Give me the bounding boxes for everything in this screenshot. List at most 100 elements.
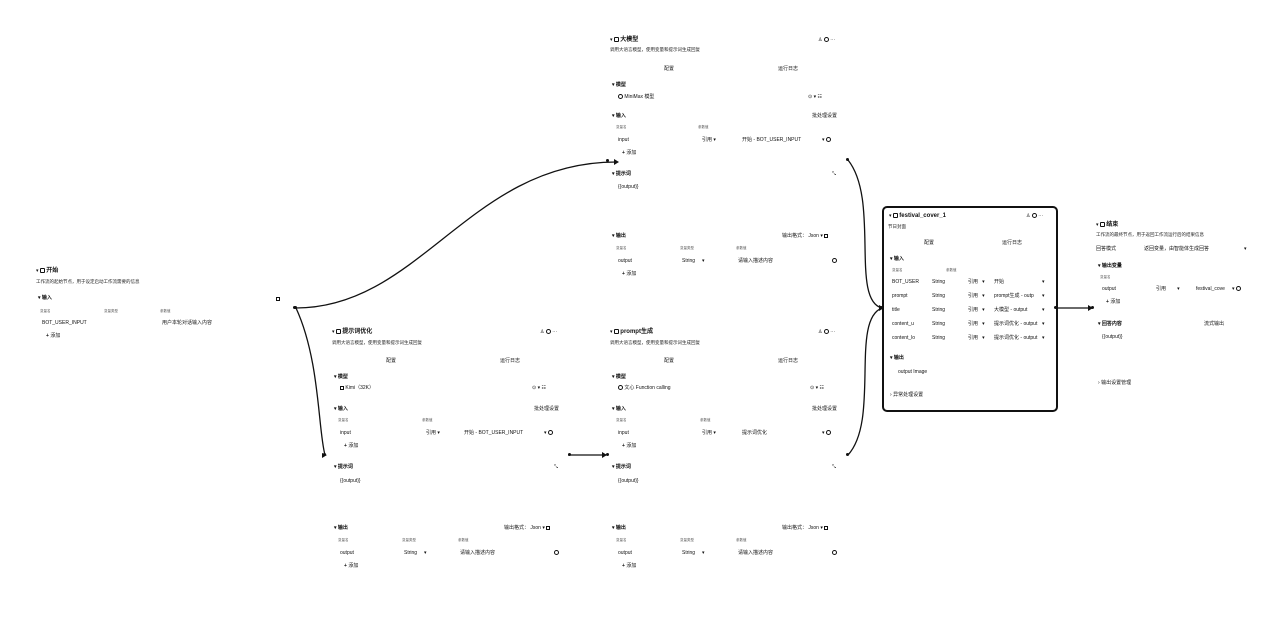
input-ref-value[interactable]: 开始 - BOT_USER_INPUT bbox=[464, 430, 524, 436]
input-var-name[interactable]: input bbox=[618, 137, 629, 143]
output-type-select[interactable]: String ▾ bbox=[682, 258, 705, 264]
output-section[interactable]: ▾ 输出 bbox=[612, 233, 626, 239]
prompt-content[interactable]: {{output}} bbox=[618, 184, 639, 190]
tab-log[interactable]: 运行日志 bbox=[778, 66, 799, 72]
chevron-down-icon[interactable]: ▾ bbox=[1042, 293, 1045, 299]
chevron-down-icon[interactable]: ▾ bbox=[1042, 307, 1045, 313]
param-ref-select[interactable]: 引用 ▾ bbox=[968, 307, 985, 313]
llm-top-in-port[interactable] bbox=[606, 159, 609, 162]
llm-mid-node[interactable]: ▾ prompt生成 ♙ ⋯ 调用大语言模型，使用变量和提示词生成回复 配置 运… bbox=[608, 326, 848, 576]
plugin-output-section[interactable]: ▾ 输出 bbox=[890, 355, 904, 361]
start-node[interactable]: ▾ 开始 工作流的起始节点，用于设定启动工作流需要的信息 ▾ 输入 变量名 变量… bbox=[34, 264, 296, 354]
model-select[interactable]: Kimi（32K） bbox=[340, 385, 374, 391]
expand-icon[interactable]: ⤡ bbox=[832, 171, 837, 177]
run-icon[interactable] bbox=[823, 329, 829, 335]
output-var-name[interactable]: output bbox=[618, 550, 632, 556]
plugin-node[interactable]: ▾ festival_cover_1 ♙ ⋯ 节日封面 配置 运行日志 ▾ 输入… bbox=[882, 206, 1058, 412]
batch-settings[interactable]: 批处理设置 bbox=[812, 113, 838, 119]
input-section[interactable]: ▾ 输入 bbox=[612, 406, 626, 412]
node-actions[interactable]: ♙ ⋯ bbox=[818, 329, 835, 335]
answer-content[interactable]: {{output}} bbox=[1102, 334, 1123, 340]
param-ref-select[interactable]: 引用 ▾ bbox=[968, 293, 985, 299]
output-format[interactable]: 输出格式： Json ▾ bbox=[782, 233, 829, 239]
chevron-down-icon[interactable]: ▾ bbox=[610, 329, 613, 335]
model-section[interactable]: ▾ 模型 bbox=[612, 82, 626, 88]
input-ref-value[interactable]: 提示词优化 bbox=[742, 430, 768, 436]
prompt-section[interactable]: ▾ 提示词 bbox=[612, 464, 631, 470]
expand-icon[interactable]: ⤡ bbox=[554, 464, 559, 470]
param-row[interactable]: content_lo bbox=[892, 335, 915, 341]
run-icon[interactable] bbox=[545, 329, 551, 335]
param-ref-select[interactable]: 引用 ▾ bbox=[968, 279, 985, 285]
model-settings-icon[interactable]: ⊙ ▾ ☷ bbox=[808, 94, 822, 100]
remove-icon[interactable]: ▾ bbox=[544, 430, 553, 436]
start-out-port[interactable] bbox=[294, 306, 297, 309]
debug-icon[interactable]: ♙ bbox=[818, 329, 823, 335]
node-actions[interactable]: ♙ ⋯ bbox=[540, 329, 557, 335]
output-var-name[interactable]: output bbox=[618, 258, 632, 264]
output-section[interactable]: ▾ 输出 bbox=[612, 525, 626, 531]
llm-mid-in-port[interactable] bbox=[606, 453, 609, 456]
param-row[interactable]: BOT_USER bbox=[892, 279, 919, 285]
add-button[interactable]: + 添加 bbox=[46, 333, 61, 339]
add-button[interactable]: + 添加 bbox=[622, 563, 637, 569]
add-button[interactable]: + 添加 bbox=[622, 271, 637, 277]
model-select[interactable]: MiniMax 模型 bbox=[618, 94, 654, 100]
batch-settings[interactable]: 批处理设置 bbox=[812, 406, 838, 412]
output-desc[interactable]: 请输入描述内容 bbox=[738, 258, 774, 264]
prompt-content[interactable]: {{output}} bbox=[618, 478, 639, 484]
param-value[interactable]: 大模型 - output bbox=[994, 307, 1028, 313]
llm-top-node[interactable]: ▾ 大模型 ♙ ⋯ 调用大语言模型，使用变量和提示词生成回复 配置 运行日志 ▾… bbox=[608, 34, 848, 284]
model-settings-icon[interactable]: ⊙ ▾ ☷ bbox=[810, 385, 824, 391]
remove-icon[interactable] bbox=[832, 258, 837, 264]
output-format[interactable]: 输出格式： Json ▾ bbox=[782, 525, 829, 531]
param-value[interactable]: 提示词优化 - output bbox=[994, 335, 1038, 341]
param-row[interactable]: prompt bbox=[892, 293, 908, 299]
input-ref-select[interactable]: 引用 ▾ bbox=[702, 430, 716, 436]
prompt-section[interactable]: ▾ 提示词 bbox=[612, 171, 631, 177]
remove-icon[interactable] bbox=[554, 550, 559, 556]
tab-config[interactable]: 配置 bbox=[924, 240, 935, 246]
debug-icon[interactable]: ♙ bbox=[540, 329, 545, 335]
llm-left-node[interactable]: ▾ 提示词优化 ♙ ⋯ 调用大语言模型，使用变量和提示词生成回复 配置 运行日志… bbox=[330, 326, 570, 576]
chevron-down-icon[interactable]: ▾ bbox=[1244, 246, 1247, 252]
answer-mode-select[interactable]: 返回变量，由智能体生成回答 bbox=[1144, 246, 1209, 252]
param-value[interactable]: 提示词优化 - output bbox=[994, 321, 1038, 327]
plugin-out-port[interactable] bbox=[1054, 306, 1057, 309]
prompt-content[interactable]: {{output}} bbox=[340, 478, 361, 484]
output-section[interactable]: ▾ 输出 bbox=[334, 525, 348, 531]
chevron-down-icon[interactable]: ▾ bbox=[1042, 279, 1045, 285]
input-section[interactable]: ▾ 输入 bbox=[890, 256, 904, 262]
output-vars-section[interactable]: ▾ 输出变量 bbox=[1098, 263, 1122, 269]
run-icon[interactable] bbox=[1031, 213, 1037, 219]
debug-icon[interactable]: ♙ bbox=[1026, 213, 1031, 219]
expand-icon[interactable]: ⤡ bbox=[832, 464, 837, 470]
model-section[interactable]: ▾ 模型 bbox=[612, 374, 626, 380]
input-section[interactable]: ▾ 输入 bbox=[334, 406, 348, 412]
end-ref-value[interactable]: festival_cove bbox=[1196, 286, 1225, 292]
output-desc[interactable]: 请输入描述内容 bbox=[738, 550, 774, 556]
remove-icon[interactable]: ▾ bbox=[822, 137, 831, 143]
add-button[interactable]: + 添加 bbox=[344, 443, 359, 449]
input-section[interactable]: ▾ 输入 bbox=[612, 113, 626, 119]
chevron-down-icon[interactable]: ▾ bbox=[332, 329, 335, 335]
tab-log[interactable]: 运行日志 bbox=[500, 358, 521, 364]
chevron-down-icon[interactable]: ▾ bbox=[610, 37, 613, 43]
llm-mid-out-port[interactable] bbox=[846, 453, 849, 456]
param-ref-select[interactable]: 引用 ▾ bbox=[968, 335, 985, 341]
output-type-select[interactable]: String ▾ bbox=[404, 550, 427, 556]
more-icon[interactable]: ⋯ bbox=[552, 329, 558, 335]
chevron-down-icon[interactable]: ▾ bbox=[1042, 335, 1045, 341]
start-input-section[interactable]: ▾ 输入 bbox=[38, 295, 52, 301]
chevron-down-icon[interactable]: ▾ bbox=[889, 213, 892, 219]
debug-icon[interactable]: ♙ bbox=[818, 37, 823, 43]
chevron-down-icon[interactable]: ▾ bbox=[1096, 222, 1099, 228]
chevron-down-icon[interactable]: ▾ bbox=[36, 268, 39, 274]
prompt-section[interactable]: ▾ 提示词 bbox=[334, 464, 353, 470]
param-value[interactable]: prompt生成 - outp bbox=[994, 293, 1034, 299]
tab-config[interactable]: 配置 bbox=[386, 358, 397, 364]
param-row[interactable]: title bbox=[892, 307, 900, 313]
end-ref-select[interactable]: 引用 ▾ bbox=[1156, 286, 1180, 292]
more-icon[interactable]: ⋯ bbox=[1038, 213, 1044, 219]
input-ref-select[interactable]: 引用 ▾ bbox=[702, 137, 716, 143]
